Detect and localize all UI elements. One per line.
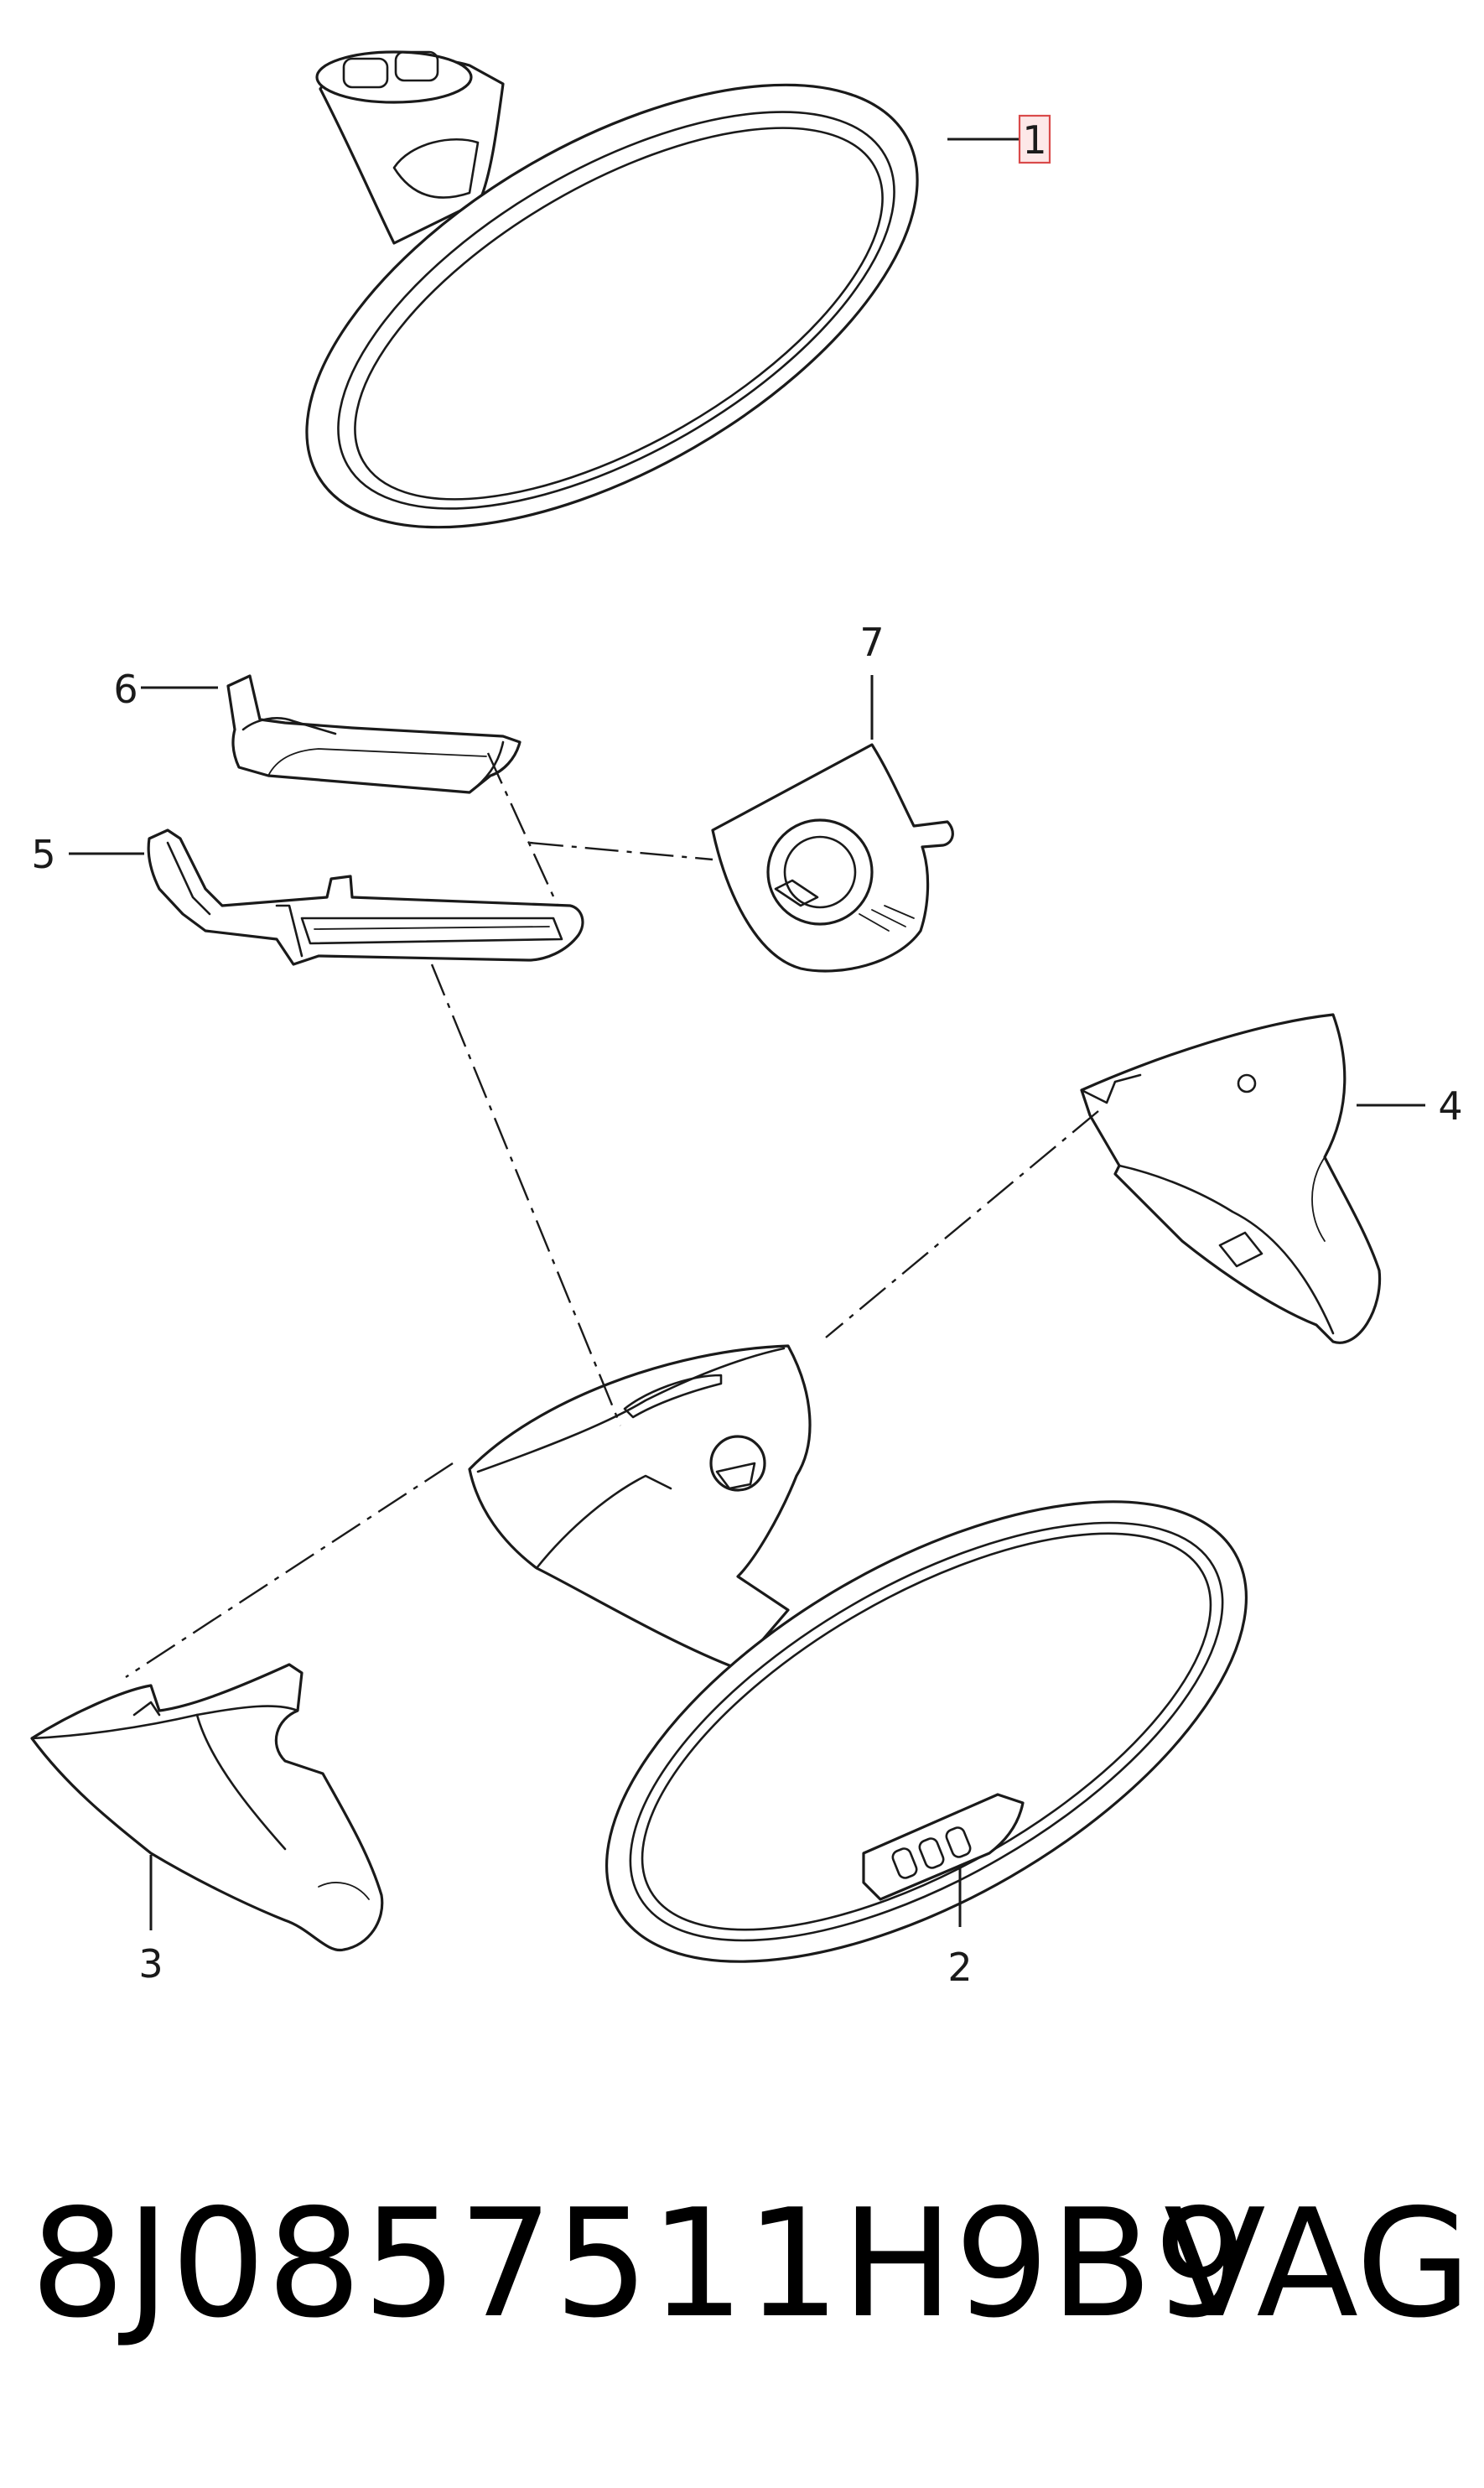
- callout-7-label: 7: [859, 620, 884, 665]
- part-2-mirror-assembly[interactable]: [468, 1344, 1319, 2055]
- part-4-right-cover[interactable]: [1080, 1013, 1382, 1344]
- callout-7: 7: [859, 620, 885, 740]
- callout-3: 3: [138, 1855, 163, 1987]
- brand-name: VAG: [1164, 2177, 1471, 2350]
- part-5-bracket[interactable]: [147, 828, 584, 966]
- part-6-trim-clip[interactable]: [226, 674, 521, 794]
- callout-1-highlight: [1018, 114, 1051, 164]
- callout-4: 4: [1357, 1083, 1463, 1129]
- callout-5-label: 5: [31, 832, 55, 877]
- callout-2-label: 2: [947, 1945, 972, 1990]
- callout-1-label: 1: [1022, 117, 1046, 163]
- part-3-left-cover[interactable]: [30, 1663, 384, 1952]
- callout-4-label: 4: [1438, 1083, 1462, 1129]
- callout-1: 1: [947, 114, 1051, 164]
- assembly-lines: [125, 752, 1099, 1679]
- footer: 8J0857511H9B9 VAG: [0, 2180, 1484, 2348]
- callout-2: 2: [947, 1866, 973, 1990]
- part-number: 8J0857511H9B9: [30, 2177, 1249, 2350]
- part-1-rear-view-mirror[interactable]: [236, 0, 988, 617]
- callout-3-label: 3: [138, 1941, 163, 1987]
- part-7-mount-base[interactable]: [711, 743, 954, 973]
- callout-6-label: 6: [113, 667, 138, 712]
- callout-5: 5: [31, 832, 144, 877]
- callout-6: 6: [113, 667, 218, 712]
